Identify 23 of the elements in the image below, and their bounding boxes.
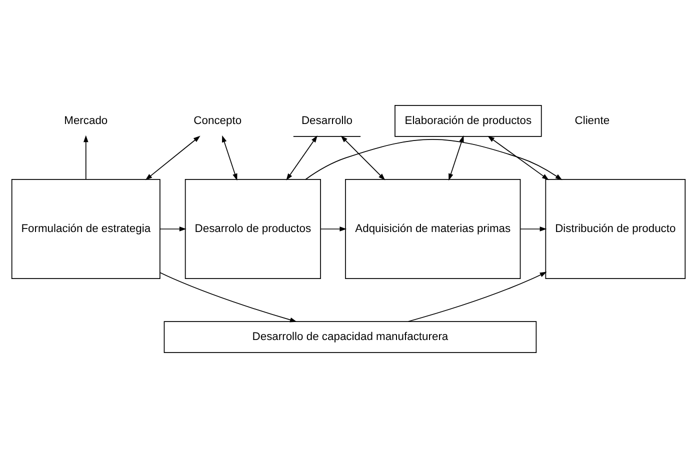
node-text: Concepto bbox=[194, 114, 242, 126]
arrow bbox=[408, 271, 547, 322]
arrow bbox=[145, 135, 200, 180]
node-box: Desarrolo de productos bbox=[184, 178, 321, 278]
arrow bbox=[83, 134, 88, 180]
arrow bbox=[488, 135, 549, 180]
arrow bbox=[320, 226, 347, 231]
arrow bbox=[286, 135, 318, 180]
arrow bbox=[520, 226, 547, 231]
node-box: Desarrollo de capacidad manufacturera bbox=[164, 320, 537, 352]
arrow bbox=[305, 138, 562, 180]
node-box: Adquisición de materias primas bbox=[345, 178, 521, 278]
node-box: Formulación de estrategia bbox=[11, 178, 160, 278]
arrow bbox=[340, 135, 386, 180]
node-box: Elaboración de productos bbox=[394, 104, 542, 136]
label: Cliente bbox=[574, 114, 610, 126]
node-text: Mercado bbox=[64, 114, 108, 126]
node-box: Distribución de producto bbox=[545, 178, 686, 278]
arrow bbox=[222, 134, 238, 180]
arrow bbox=[448, 134, 464, 180]
node-text: Desarrollo bbox=[301, 114, 352, 126]
arrow bbox=[160, 272, 297, 322]
arrow bbox=[160, 226, 186, 231]
